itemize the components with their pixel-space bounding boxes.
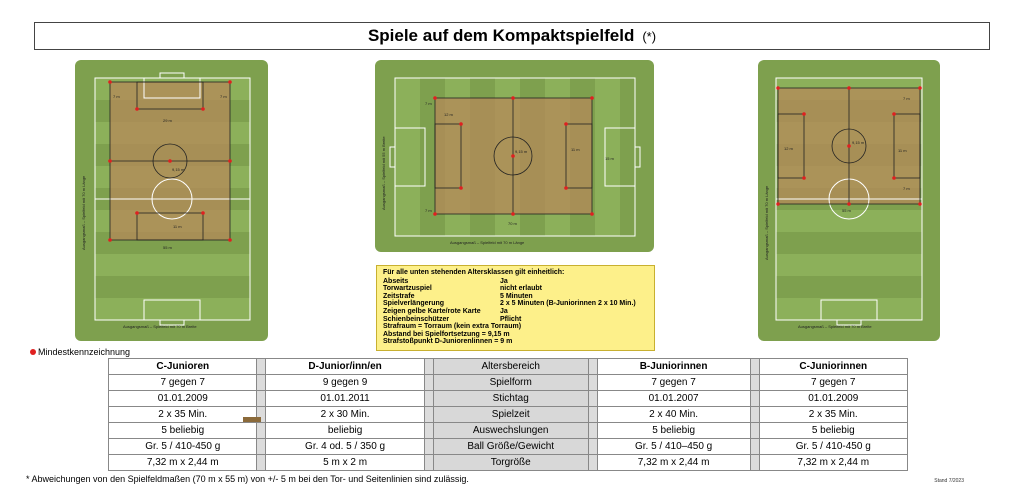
footnote: * Abweichungen von den Spielfeldmaßen (7… (26, 474, 469, 484)
field-d-junioren: 70 m 12 m 11 m 9,15 m 7 m 7 m 15 m Ausga… (375, 60, 654, 252)
f3-bottom: Ausgangsmaß – Spielfeld mit 70 m Breite (798, 324, 872, 329)
cell: 01.01.2011 (265, 390, 425, 407)
f1-bottom: Ausgangsmaß – Spielfeld mit 70 m Breite (123, 324, 197, 329)
f2-r: 9,15 m (515, 149, 528, 154)
title-asterisk: (*) (642, 28, 657, 44)
f3-side: Ausgangsmaß – Spielfeld mit 70 m Länge (764, 185, 769, 260)
cell: 2 x 35 Min. (107, 406, 258, 423)
f2-p11: 11 m (571, 147, 580, 152)
f3-d7b: 7 m (903, 186, 910, 191)
f3-w55: 55 m (842, 208, 852, 213)
f2-bottom: Ausgangsmaß – Spielfeld mit 70 m Länge (450, 240, 525, 245)
decorative-mark (243, 417, 261, 422)
cell: Gr. 5 / 410–450 g (596, 438, 751, 455)
red-dot-icon (30, 349, 36, 355)
header-b-juniorinnen: B-Juniorinnen (596, 358, 751, 375)
cell: 01.01.2009 (758, 390, 908, 407)
table-header-row: C-Junioren D-Junior/inn/en Altersbereich… (107, 358, 908, 375)
field-c-junioren: 7 m 7 m 29 m 55 m 11 m 9,15 m Ausgangsma… (75, 60, 268, 341)
header-c-junioren: C-Junioren (107, 358, 258, 375)
rules-box: Für alle unten stehenden Altersklassen g… (376, 265, 655, 351)
f3-r: 9,15 m (852, 140, 865, 145)
legend: Mindestkennzeichnung (30, 347, 130, 357)
f1-h11: 11 m (173, 224, 182, 229)
cell: 2 x 30 Min. (265, 406, 425, 423)
cell: 9 gegen 9 (265, 374, 425, 391)
row-label: Auswechslungen (432, 422, 589, 439)
f3-h11: 11 m (898, 148, 907, 153)
cell: 5 beliebig (596, 422, 751, 439)
row-label: Ball Größe/Gewicht (432, 438, 589, 455)
rules-line: Strafstoßpunkt D-Juniorenlinnen = 9 m (383, 338, 513, 346)
table-row: 01.01.2009 01.01.2011 Stichtag 01.01.200… (107, 390, 908, 407)
cell: 7 gegen 7 (596, 374, 751, 391)
cell: 2 x 40 Min. (596, 406, 751, 423)
table-row: Gr. 5 / 410-450 g Gr. 4 od. 5 / 350 g Ba… (107, 438, 908, 455)
f3-d7: 7 m (903, 96, 910, 101)
cell: 5 beliebig (107, 422, 258, 439)
table-row: 5 beliebig beliebig Auswechslungen 5 bel… (107, 422, 908, 439)
cell: beliebig (265, 422, 425, 439)
rules-heading: Für alle unten stehenden Altersklassen g… (383, 269, 565, 276)
legend-label: Mindestkennzeichnung (38, 347, 131, 357)
title-box: Spiele auf dem Kompaktspielfeld (*) (34, 22, 990, 50)
cell: Gr. 5 / 410-450 g (107, 438, 258, 455)
f2-p15: 15 m (605, 156, 615, 161)
cell: 7,32 m x 2,44 m (596, 454, 751, 471)
f2-w70: 70 m (508, 221, 518, 226)
table-row: 7 gegen 7 9 gegen 9 Spielform 7 gegen 7 … (107, 374, 908, 391)
cell: 01.01.2009 (107, 390, 258, 407)
cell: Gr. 5 / 410-450 g (758, 438, 908, 455)
table-row: 7,32 m x 2,44 m 5 m x 2 m Torgröße 7,32 … (107, 454, 908, 471)
row-label: Spielzeit (432, 406, 589, 423)
cell: 7 gegen 7 (107, 374, 258, 391)
f1-w29: 29 m (163, 118, 173, 123)
table-row: 2 x 35 Min. 2 x 30 Min. Spielzeit 2 x 40… (107, 406, 908, 423)
f1-d7: 7 m (113, 94, 120, 99)
rules-line: Abstand bei Spielfortsetzung = 9,15 m (383, 330, 510, 338)
cell: 7 gegen 7 (758, 374, 908, 391)
f2-d7b: 7 m (425, 208, 432, 213)
row-label: Torgröße (432, 454, 589, 471)
f1-r: 9,15 m (172, 167, 185, 172)
header-altersbereich: Altersbereich (432, 358, 589, 375)
page-title: Spiele auf dem Kompaktspielfeld (367, 26, 635, 45)
cell: 01.01.2007 (596, 390, 751, 407)
comparison-table: C-Junioren D-Junior/inn/en Altersbereich… (107, 358, 908, 471)
rules-line: Strafraum = Torraum (kein extra Torraum) (383, 323, 522, 331)
f1-d7b: 7 m (220, 94, 227, 99)
f2-side: Ausgangsmaß – Spielfeld mit 55 m Breite (381, 136, 386, 210)
cell: 2 x 35 Min. (758, 406, 908, 423)
f1-w55: 55 m (163, 245, 173, 250)
f2-d7: 7 m (425, 101, 432, 106)
header-d-junioren: D-Junior/inn/en (265, 358, 425, 375)
stand-date: Stand 7/2023 (934, 478, 964, 484)
cell: 5 m x 2 m (265, 454, 425, 471)
row-label: Stichtag (432, 390, 589, 407)
row-label: Spielform (432, 374, 589, 391)
header-c-juniorinnen: C-Juniorinnen (758, 358, 908, 375)
field-juniorinnen: 55 m 12 m 11 m 9,15 m 7 m 7 m Ausgangsma… (758, 60, 940, 341)
cell: Gr. 4 od. 5 / 350 g (265, 438, 425, 455)
f1-side: Ausgangsmaß – Spielfeld mit 70 m Länge (81, 175, 86, 250)
cell: 5 beliebig (758, 422, 908, 439)
f3-p12: 12 m (784, 146, 794, 151)
cell: 7,32 m x 2,44 m (107, 454, 258, 471)
cell: 7,32 m x 2,44 m (758, 454, 908, 471)
f2-p12: 12 m (444, 112, 454, 117)
